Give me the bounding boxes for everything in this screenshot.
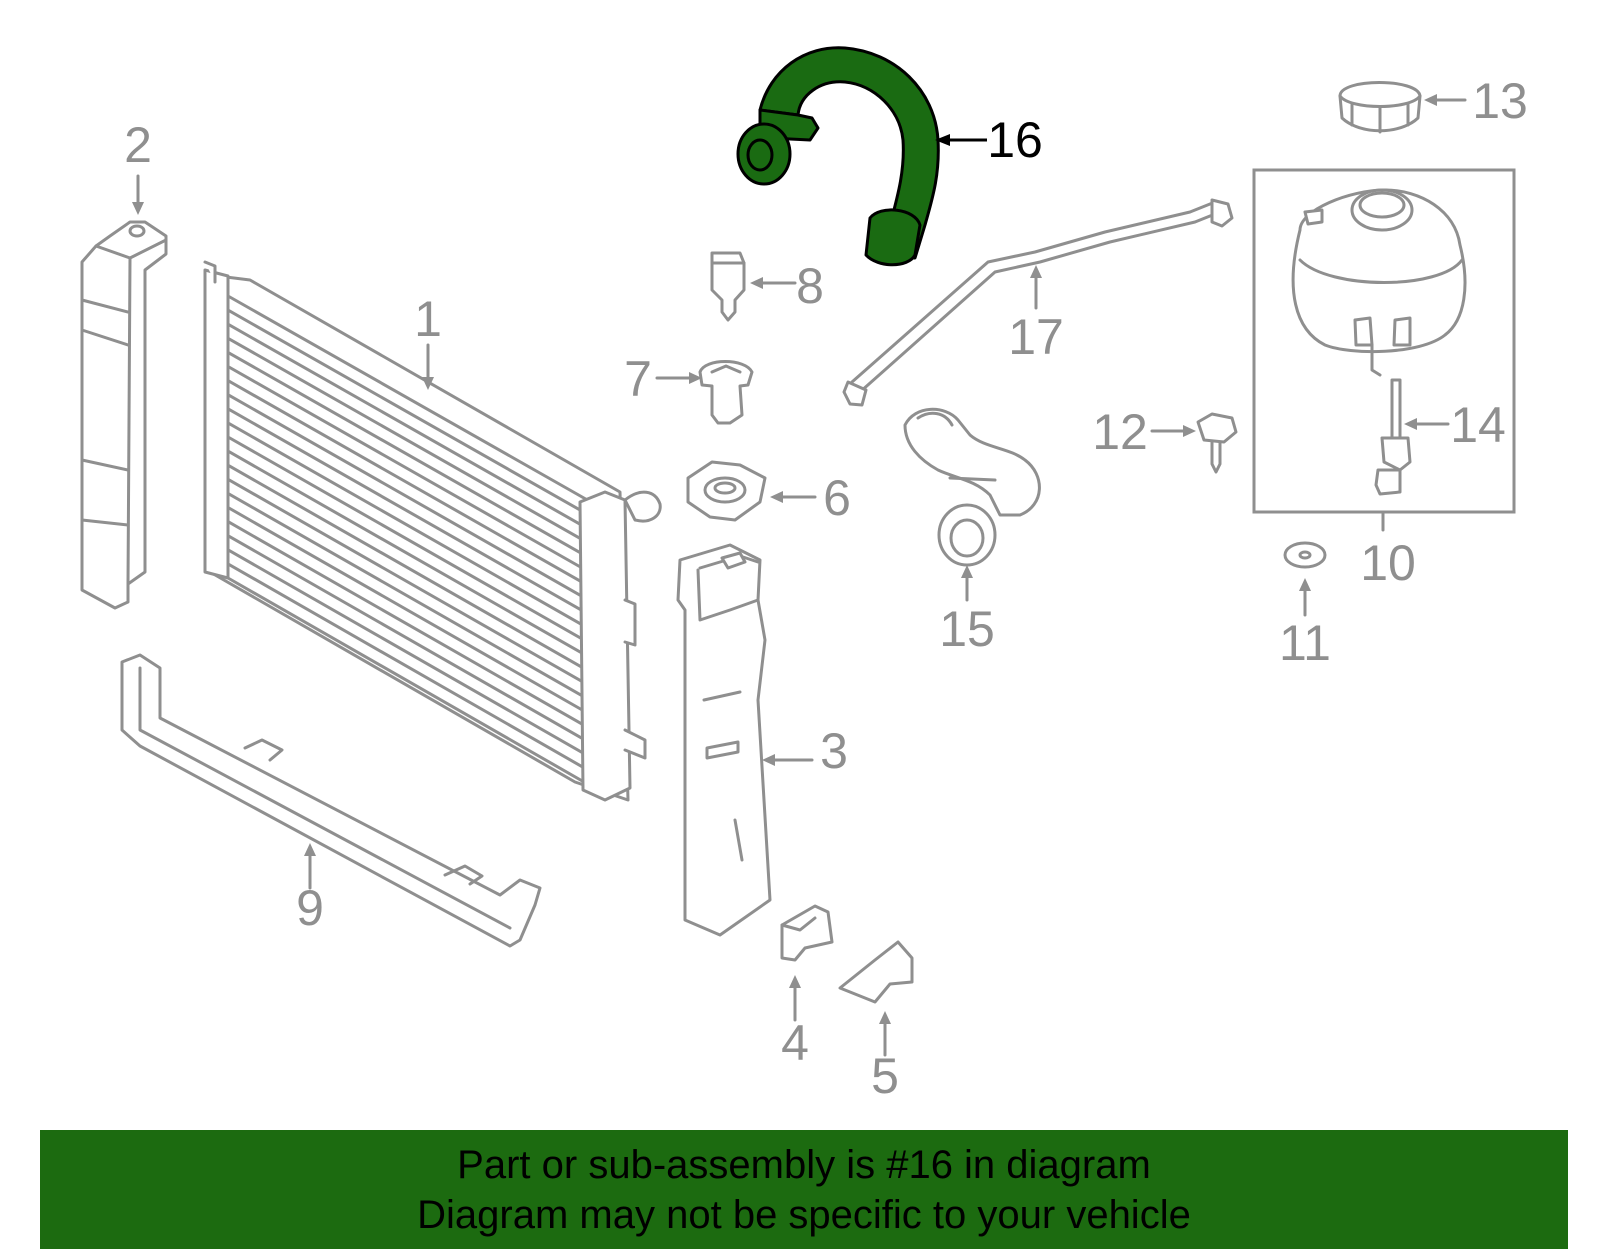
radiator-fin-line	[226, 350, 600, 565]
part-1-radiator[interactable]	[203, 260, 662, 802]
part-7-clip[interactable]	[698, 360, 754, 425]
radiator-fin-line	[226, 308, 600, 522]
part-13-cap[interactable]	[1338, 81, 1422, 134]
callout-13: 13	[1472, 73, 1528, 129]
part-10-reservoir-assembly[interactable]	[1252, 168, 1516, 514]
radiator-fin-line	[226, 562, 600, 778]
callout-16: 16	[987, 112, 1043, 168]
radiator-fin-line	[226, 449, 600, 664]
radiator-fin-line	[226, 421, 600, 636]
banner-text: Part or sub-assembly is #16 in diagram D…	[40, 1140, 1568, 1240]
part-2-left-bracket[interactable]	[80, 220, 168, 610]
callout-8: 8	[796, 258, 824, 314]
radiator-fin-line	[226, 393, 600, 607]
callout-17: 17	[1008, 309, 1064, 365]
part-15-lower-hose[interactable]	[903, 407, 1041, 567]
radiator-fin-line	[226, 477, 600, 693]
radiator-fin-line	[226, 506, 600, 721]
callout-1: 1	[414, 291, 442, 347]
callout-7: 7	[624, 351, 652, 407]
part-8-fastener[interactable]	[710, 251, 746, 322]
part-14-sensor[interactable]	[1374, 378, 1412, 496]
radiator-fin-line	[226, 534, 600, 749]
callout-14: 14	[1450, 397, 1506, 453]
part-4-clip[interactable]	[780, 904, 834, 962]
part-12-bolt[interactable]	[1196, 412, 1238, 474]
banner-line-1: Part or sub-assembly is #16 in diagram	[457, 1143, 1151, 1187]
part-6-mount[interactable]	[686, 460, 767, 522]
part-16-upper-hose[interactable]	[736, 46, 987, 267]
callout-3: 3	[820, 723, 848, 779]
radiator-fin-line	[226, 365, 600, 579]
banner-line-2: Diagram may not be specific to your vehi…	[417, 1193, 1191, 1237]
callout-4: 4	[781, 1015, 809, 1071]
part-3-right-bracket[interactable]	[676, 543, 772, 937]
part-17-pipe[interactable]	[842, 198, 1234, 407]
radiator-fin-line	[226, 520, 600, 735]
part-9-lower-bracket[interactable]	[120, 653, 542, 948]
radiator-fin-line	[226, 407, 600, 622]
radiator-fin-line	[226, 491, 600, 707]
callout-2: 2	[124, 117, 152, 173]
leader-lines	[132, 94, 1467, 1057]
info-banner: Part or sub-assembly is #16 in diagram D…	[40, 1130, 1568, 1249]
radiator-fin-line	[226, 548, 600, 764]
radiator-fins	[226, 308, 600, 778]
callout-11: 11	[1279, 615, 1331, 671]
callout-15: 15	[939, 601, 995, 657]
callout-10: 10	[1360, 535, 1416, 591]
callout-12: 12	[1092, 404, 1148, 460]
radiator-fin-line	[226, 336, 600, 551]
radiator-fin-line	[226, 379, 600, 593]
part-5-panel[interactable]	[838, 940, 914, 1004]
callout-5: 5	[871, 1048, 899, 1104]
part-11-grommet[interactable]	[1283, 541, 1327, 569]
radiator-fin-line	[226, 463, 600, 678]
radiator-fin-line	[226, 322, 600, 536]
callout-6: 6	[823, 470, 851, 526]
callout-9: 9	[296, 880, 324, 936]
radiator-fin-line	[226, 435, 600, 650]
